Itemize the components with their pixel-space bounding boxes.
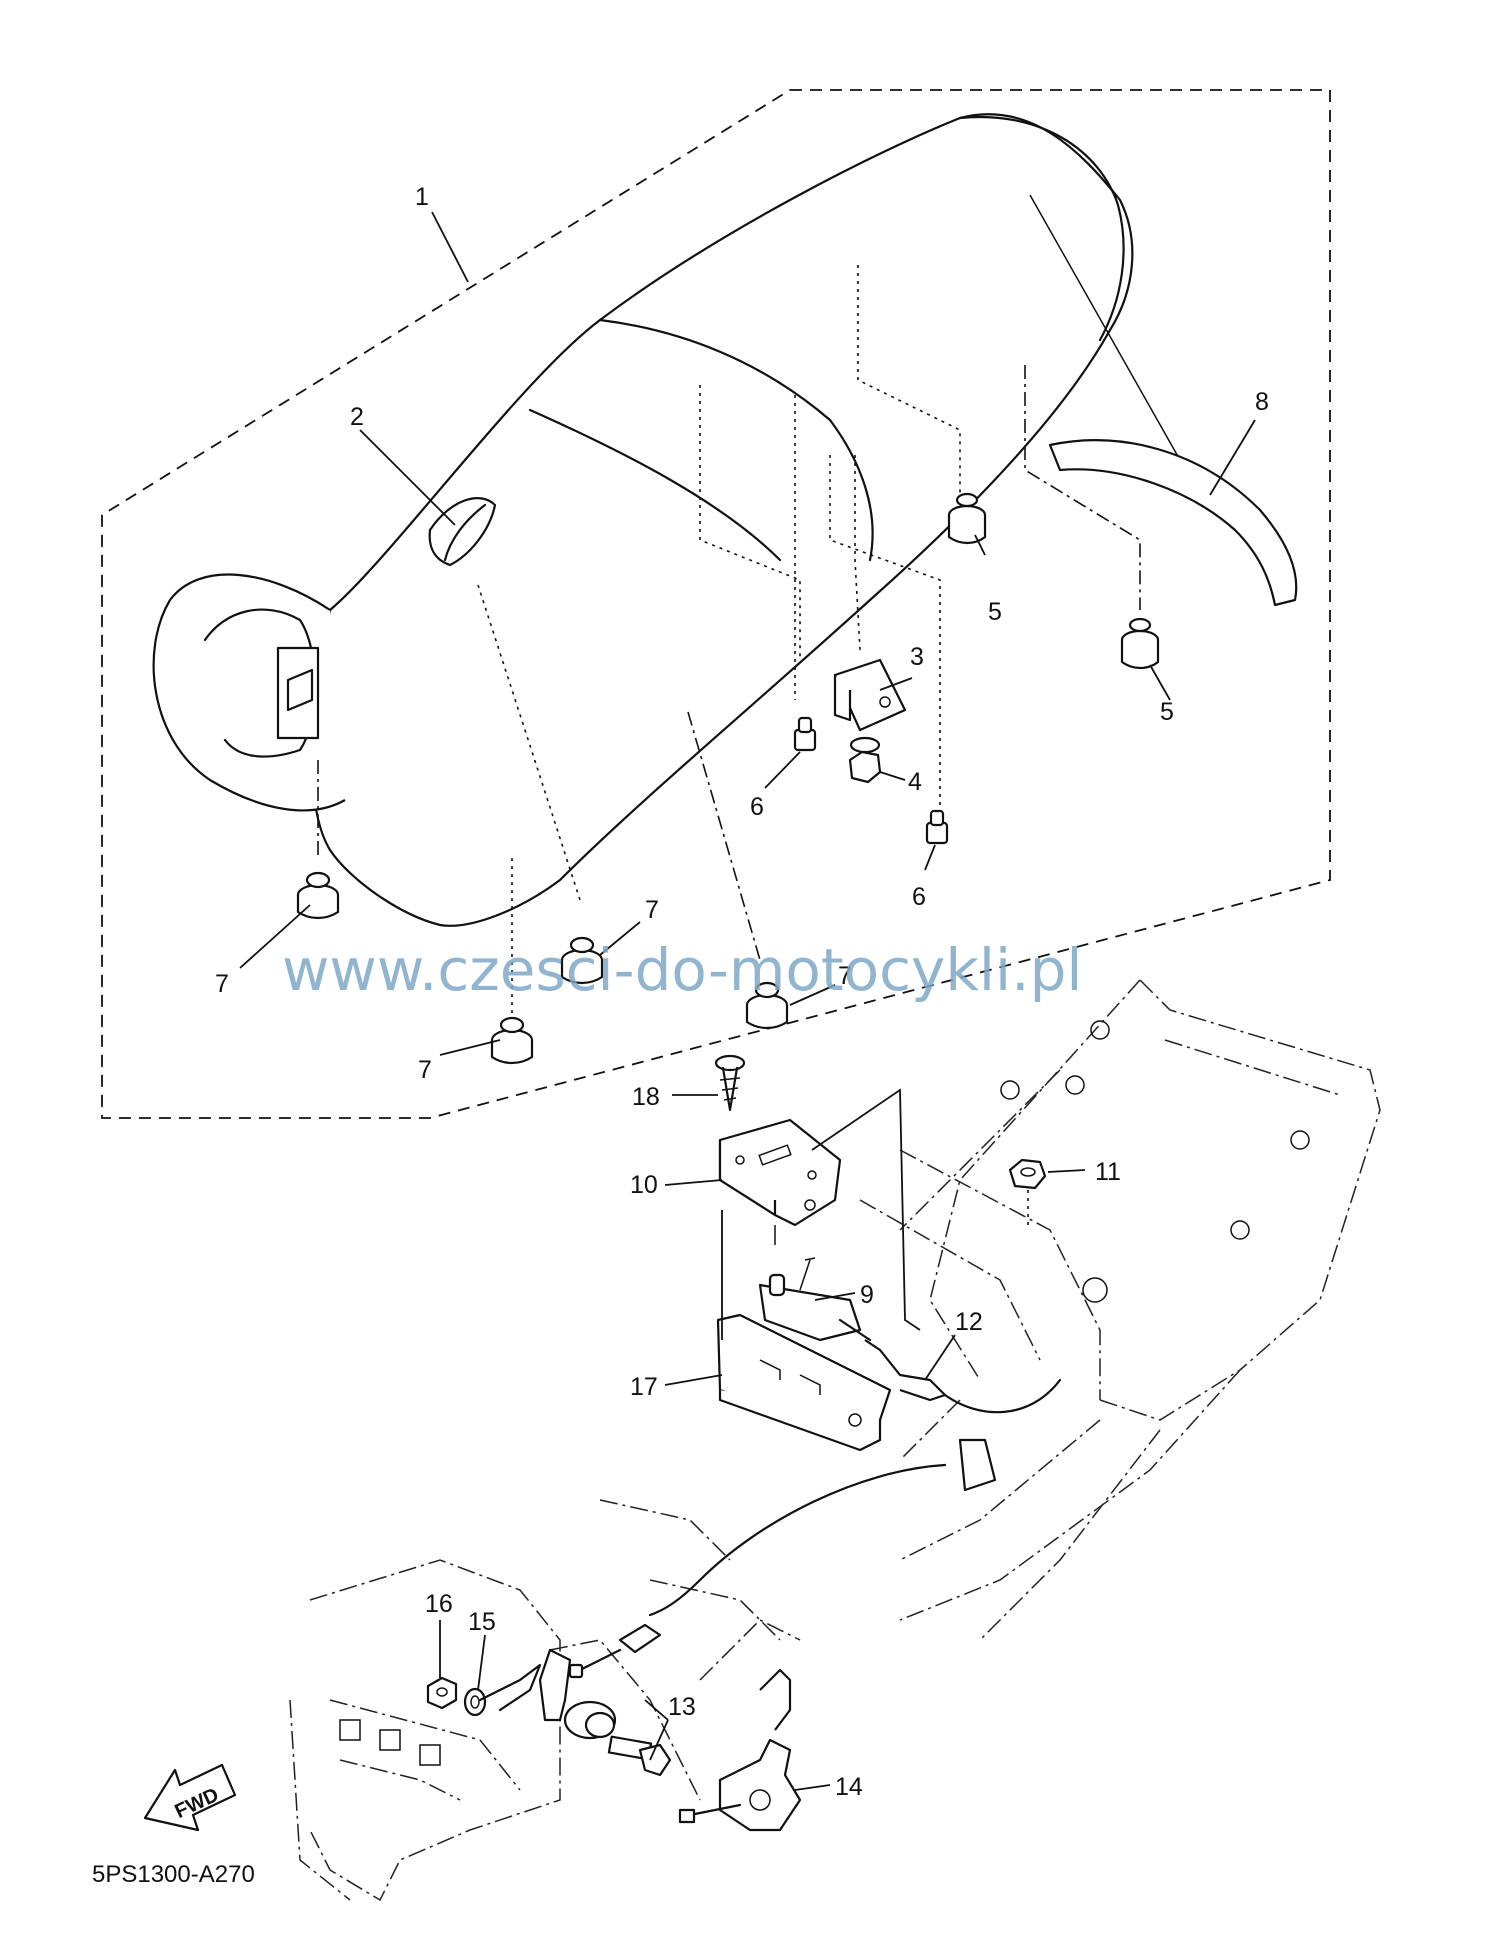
part-7a-bumper	[296, 871, 340, 920]
part-3-bracket	[833, 658, 907, 732]
part-6b-grommet	[925, 809, 949, 845]
mount-guides	[317, 265, 1141, 1020]
label-part-12: 12	[955, 1308, 983, 1336]
part-16-nut	[426, 1676, 458, 1710]
part-17-holder	[716, 1210, 892, 1452]
label-part-8: 8	[1255, 388, 1269, 416]
label-part-13: 13	[668, 1693, 696, 1721]
lock-cable	[648, 1463, 947, 1617]
bumper-5a	[947, 492, 987, 545]
part-13-lock	[538, 1648, 672, 1777]
label-part-4: 4	[908, 768, 922, 796]
label-part-18: 18	[632, 1083, 660, 1111]
label-part-9: 9	[860, 1281, 874, 1309]
label-part-7c: 7	[838, 962, 852, 990]
label-part-3: 3	[910, 643, 924, 671]
bumper-5b	[1120, 617, 1160, 670]
watermark: www.czesci-do-motocykli.pl	[282, 936, 1083, 1004]
frame-rear	[859, 979, 1381, 1641]
part-12-cable	[838, 1318, 1062, 1414]
label-part-10: 10	[630, 1171, 658, 1199]
label-part-6b: 6	[912, 883, 926, 911]
part-4-nut	[848, 736, 882, 784]
label-part-7d: 7	[418, 1056, 432, 1084]
part-18-screw	[714, 1054, 746, 1112]
label-part-7a: 7	[215, 970, 229, 998]
label-part-17: 17	[630, 1373, 658, 1401]
label-part-11: 11	[1095, 1158, 1121, 1186]
label-part-5b: 5	[1160, 698, 1174, 726]
label-part-7b: 7	[645, 896, 659, 924]
tail-section	[289, 1499, 801, 1902]
part-10-plate	[718, 1088, 921, 1331]
part-labels: 1 2 3 4 5 5 6 6 7 7 7 7 8 9 10 11 12 13 …	[215, 183, 1269, 1801]
part-14-hook	[678, 1668, 802, 1832]
label-part-2: 2	[350, 403, 364, 431]
seat-assembly-boundary	[101, 89, 1331, 1119]
fwd-arrow: FWD	[143, 1763, 237, 1832]
label-part-5a: 5	[988, 598, 1002, 626]
seat	[152, 113, 1181, 927]
part-9-latch	[758, 1257, 862, 1342]
label-part-1: 1	[415, 183, 429, 211]
part-15-washer	[463, 1663, 542, 1717]
lock-cable-end	[568, 1623, 662, 1679]
label-part-16: 16	[425, 1590, 453, 1618]
label-part-15: 15	[468, 1608, 496, 1636]
part-7d-bumper	[490, 1016, 534, 1065]
part-6a-grommet	[793, 716, 817, 752]
leader-lines	[239, 211, 1256, 1791]
part-7c-bumper	[745, 981, 789, 1030]
drawing-code: 5PS1300-A270	[92, 1861, 255, 1888]
part-8-strip	[1048, 439, 1298, 607]
part-11-nut	[1008, 1158, 1047, 1230]
label-part-14: 14	[835, 1773, 863, 1801]
label-part-6a: 6	[750, 793, 764, 821]
part-7b-bumper	[560, 936, 604, 985]
